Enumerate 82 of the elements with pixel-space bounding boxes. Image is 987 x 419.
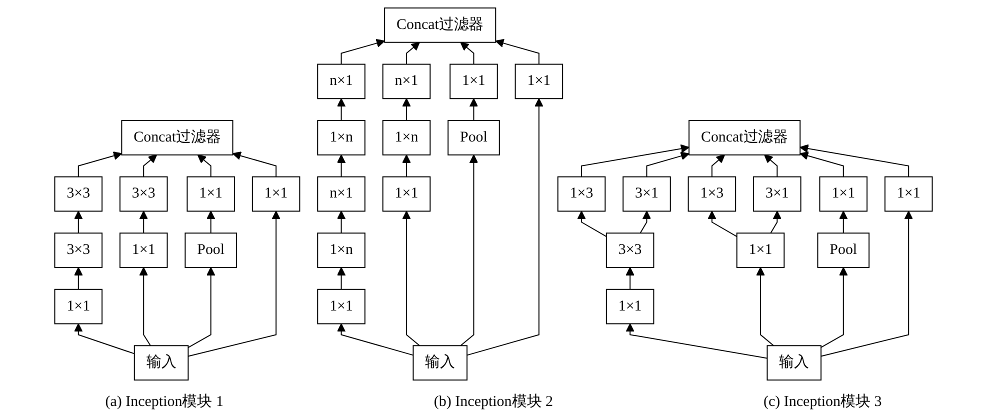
node-box bbox=[252, 176, 300, 212]
node-box bbox=[736, 232, 785, 268]
node-box bbox=[382, 176, 431, 212]
arrow bbox=[336, 267, 346, 290]
node-box bbox=[54, 288, 103, 324]
node-box bbox=[384, 7, 496, 43]
arrow bbox=[820, 267, 848, 348]
node-box bbox=[766, 345, 822, 381]
node-box bbox=[753, 176, 802, 212]
node-box bbox=[412, 345, 468, 381]
arrow bbox=[626, 267, 634, 290]
arrow bbox=[626, 323, 768, 359]
node-box bbox=[557, 176, 606, 212]
inception-module-diagram: Concat过滤器 3×3 3×3 3×3 1×1 1×1 1×1 Pool 1×1 输入 Concat过滤器 n×1 1×n n×1 n×1 1×n 1×n 1×1 1×1 1×1 Pool 1×1 输入 Concat过滤器 1×3 3×1 3×3 1×3 3×1 1×1 1×1 1×1 Pool 1×1 输入 bbox=[0, 0, 987, 388]
arrow bbox=[800, 144, 910, 178]
arrow bbox=[402, 154, 411, 178]
arrow bbox=[708, 210, 738, 238]
arrow bbox=[495, 38, 540, 65]
arrow bbox=[197, 154, 212, 178]
arrow bbox=[402, 98, 411, 122]
arrow bbox=[770, 210, 782, 234]
node-box bbox=[119, 232, 168, 268]
panel-caption: (a) Inception模块 1 bbox=[105, 392, 224, 411]
arrow bbox=[188, 210, 280, 357]
node-box bbox=[317, 120, 366, 156]
node-box bbox=[382, 64, 431, 100]
node-box bbox=[382, 120, 431, 156]
node-box bbox=[186, 176, 235, 212]
arrow bbox=[640, 210, 652, 234]
arrow bbox=[336, 154, 346, 178]
node-box bbox=[119, 176, 168, 212]
arrow bbox=[577, 210, 607, 238]
arrow bbox=[143, 154, 158, 178]
arrow bbox=[460, 154, 478, 346]
node-box bbox=[450, 64, 498, 100]
arrow bbox=[646, 152, 690, 178]
arrow bbox=[74, 323, 135, 354]
arrow bbox=[711, 154, 726, 178]
arrow bbox=[340, 38, 385, 65]
arrow bbox=[232, 151, 277, 178]
node-box bbox=[688, 176, 736, 212]
arrow bbox=[139, 267, 151, 346]
panel-caption: (b) Inception模块 2 bbox=[434, 392, 554, 411]
node-box bbox=[317, 176, 366, 212]
arrow bbox=[74, 267, 83, 290]
arrow bbox=[460, 42, 474, 65]
node-box bbox=[817, 232, 870, 268]
arrow bbox=[406, 42, 420, 65]
arrow bbox=[336, 210, 346, 234]
node-box bbox=[448, 120, 500, 156]
arrow bbox=[402, 210, 420, 346]
arrow bbox=[188, 267, 216, 348]
arrow bbox=[336, 98, 346, 122]
arrow bbox=[206, 210, 216, 234]
arrow bbox=[839, 210, 848, 234]
panel-caption: (c) Inception模块 3 bbox=[763, 392, 882, 411]
arrow bbox=[139, 210, 148, 234]
node-box bbox=[622, 176, 671, 212]
node-box bbox=[606, 232, 654, 268]
node-box bbox=[184, 232, 237, 268]
arrow bbox=[800, 151, 844, 178]
node-box bbox=[317, 232, 366, 268]
arrow bbox=[469, 98, 478, 122]
arrow bbox=[78, 151, 122, 178]
node-box bbox=[819, 176, 868, 212]
arrow bbox=[581, 144, 690, 178]
node-box bbox=[121, 120, 234, 156]
node-box bbox=[317, 64, 366, 100]
arrow bbox=[336, 323, 414, 356]
node-box bbox=[688, 120, 801, 156]
arrow bbox=[820, 210, 913, 357]
arrow bbox=[74, 210, 83, 234]
node-box bbox=[54, 232, 103, 268]
node-box bbox=[54, 176, 103, 212]
node-box bbox=[514, 64, 564, 100]
node-box bbox=[317, 288, 366, 324]
node-box bbox=[884, 176, 933, 212]
node-box bbox=[606, 288, 654, 324]
arrow bbox=[756, 267, 774, 346]
arrow bbox=[466, 98, 544, 356]
arrow bbox=[764, 154, 778, 178]
node-box bbox=[134, 345, 189, 381]
